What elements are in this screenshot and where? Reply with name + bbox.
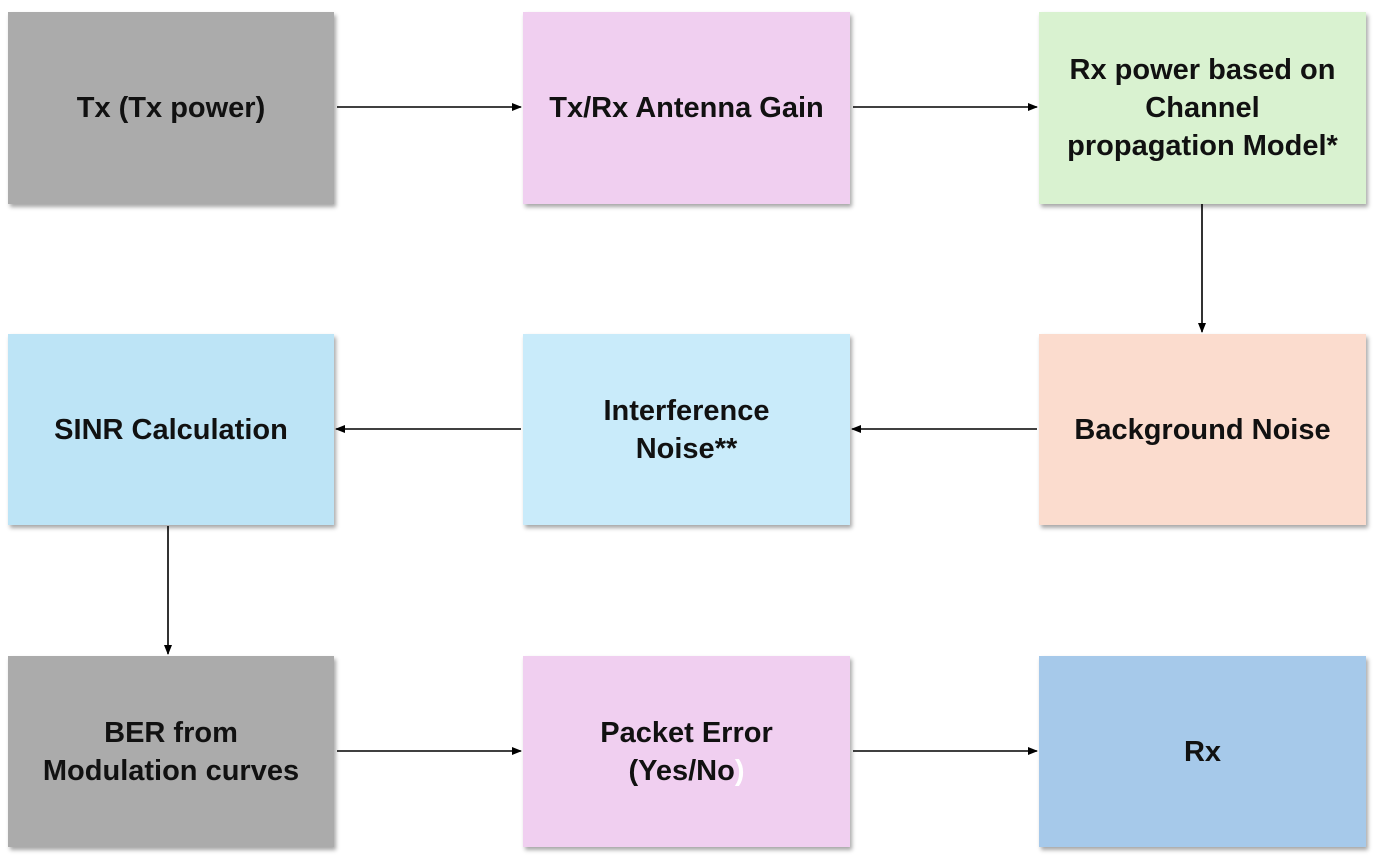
node-sinr: SINR Calculation <box>8 334 334 525</box>
node-interference-noise-line-1: Interference <box>603 394 770 427</box>
node-ber-line-1: BER from <box>104 716 238 749</box>
node-packet-error-line-2-tail: ) <box>734 754 745 787</box>
node-antenna-gain-label: Tx/Rx Antenna Gain <box>549 92 824 124</box>
node-packet-error-line-2: (Yes/No) <box>600 752 773 790</box>
node-background-noise-label: Background Noise <box>1074 413 1331 446</box>
node-rx-power-line-2: Channel <box>1145 92 1260 124</box>
node-tx-label: Tx (Tx power) <box>76 92 266 124</box>
node-rx-power: Rx power based on Channel propagation Mo… <box>1039 12 1366 204</box>
node-rx-label: Rx <box>1183 735 1222 768</box>
node-rx: Rx <box>1039 656 1366 847</box>
node-ber-line-2: Modulation curves <box>42 754 300 787</box>
node-packet-error-line-1: Packet Error <box>600 716 773 749</box>
node-antenna-gain: Tx/Rx Antenna Gain <box>523 12 850 204</box>
node-packet-error-line-2-main: (Yes/No <box>628 754 735 787</box>
node-interference-noise: Interference Noise** <box>523 334 850 525</box>
node-background-noise: Background Noise <box>1039 334 1366 525</box>
node-ber: BER from Modulation curves <box>8 656 334 847</box>
node-tx: Tx (Tx power) <box>8 12 334 204</box>
node-packet-error: Packet Error (Yes/No) <box>523 656 850 847</box>
node-rx-power-line-1: Rx power based on <box>1069 54 1336 86</box>
node-interference-noise-line-2: Noise** <box>635 432 738 465</box>
node-rx-power-line-3: propagation Model* <box>1067 130 1338 162</box>
node-sinr-label: SINR Calculation <box>54 413 288 446</box>
